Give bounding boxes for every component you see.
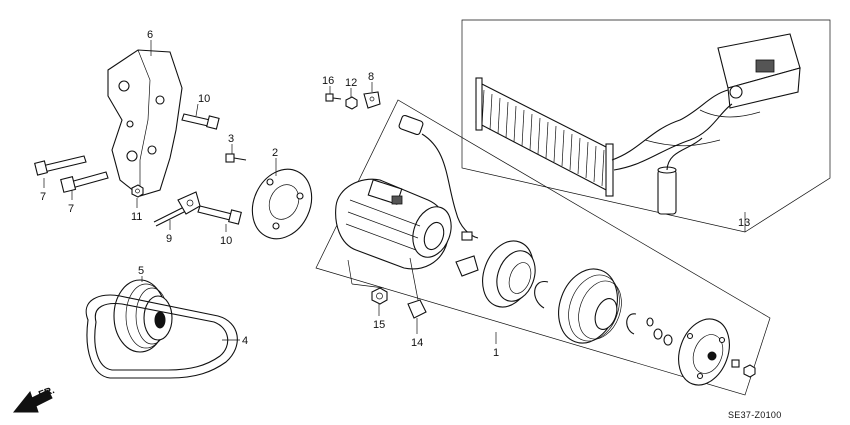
condenser-group-frame bbox=[461, 19, 831, 233]
callout-15: 15 bbox=[373, 319, 385, 331]
callout-9: 9 bbox=[166, 233, 172, 245]
bolt-16 bbox=[325, 93, 342, 102]
drive-belt-4 bbox=[85, 294, 238, 379]
ac-hose-a bbox=[611, 89, 729, 161]
condenser-assembly bbox=[461, 19, 831, 233]
nut-11 bbox=[131, 184, 144, 198]
receiver-drier bbox=[657, 169, 677, 215]
callout-14: 14 bbox=[411, 337, 423, 349]
wire-clip bbox=[455, 255, 479, 277]
crank-pulley-5 bbox=[113, 279, 173, 353]
direction-label: FR. bbox=[37, 385, 56, 401]
nut-12 bbox=[345, 96, 358, 110]
clip-14 bbox=[407, 299, 427, 319]
adjusting-bolt-9 bbox=[153, 191, 201, 227]
armature-plate bbox=[678, 318, 730, 386]
shims bbox=[646, 317, 673, 346]
callout-13: 13 bbox=[738, 217, 750, 229]
bracket-8 bbox=[363, 91, 381, 109]
leader-lines bbox=[43, 40, 746, 344]
snap-ring-b bbox=[626, 313, 637, 335]
callout-7-upper: 7 bbox=[40, 191, 46, 203]
clutch-cover-2 bbox=[251, 168, 313, 240]
pressure-switch bbox=[398, 114, 479, 241]
callout-8: 8 bbox=[368, 71, 374, 83]
compressor-body bbox=[335, 178, 452, 270]
arrow-icon bbox=[12, 389, 53, 413]
bolt-10-upper bbox=[181, 113, 220, 130]
condenser-side-tank bbox=[475, 77, 483, 131]
snap-ring-a bbox=[534, 281, 549, 309]
callout-1: 1 bbox=[493, 347, 499, 359]
callout-7-lower: 7 bbox=[68, 203, 74, 215]
callout-6: 6 bbox=[147, 29, 153, 41]
callout-10-upper: 10 bbox=[198, 93, 210, 105]
center-nut bbox=[731, 359, 756, 378]
nut-15 bbox=[371, 287, 388, 305]
field-coil bbox=[482, 240, 536, 308]
bolt-10-lower bbox=[197, 205, 242, 225]
callout-5: 5 bbox=[138, 265, 144, 277]
callout-10-lower: 10 bbox=[220, 235, 232, 247]
callout-2: 2 bbox=[272, 147, 278, 159]
callout-16: 16 bbox=[322, 75, 334, 87]
callout-3: 3 bbox=[228, 133, 234, 145]
ac-hose-b bbox=[613, 103, 733, 171]
callout-11: 11 bbox=[131, 211, 142, 223]
clutch-pulley bbox=[558, 268, 622, 344]
leader-15-frame bbox=[351, 283, 385, 289]
compressor-bracket bbox=[107, 49, 183, 197]
bolt-3 bbox=[225, 153, 247, 163]
front-direction-arrow bbox=[12, 389, 53, 413]
diagram-code: SE37-Z0100 bbox=[728, 410, 782, 420]
compressor-group-frame bbox=[315, 99, 771, 396]
callout-4: 4 bbox=[242, 335, 248, 347]
condenser-end-tank bbox=[605, 143, 614, 197]
callout-12: 12 bbox=[345, 77, 357, 89]
bolt-7-lower bbox=[60, 171, 109, 193]
bolt-7-upper bbox=[34, 155, 87, 176]
bracket-body bbox=[107, 49, 183, 197]
